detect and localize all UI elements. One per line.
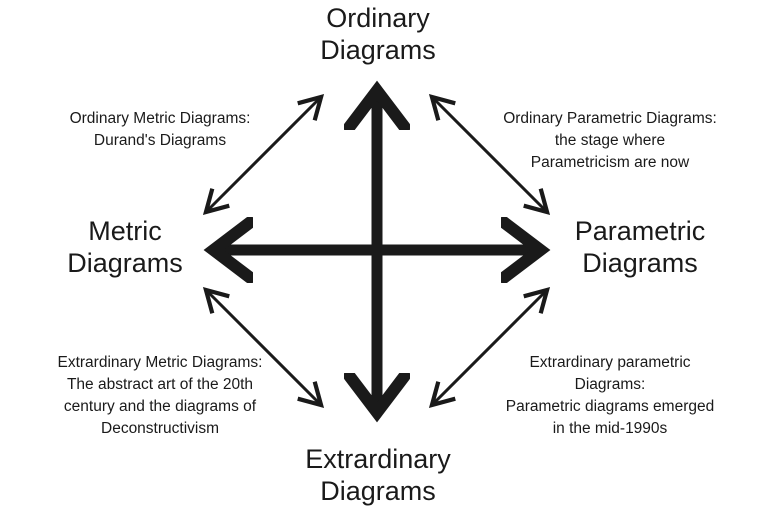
axis-label-line: Extrardinary	[305, 444, 451, 474]
note-line: Extrardinary parametric	[529, 354, 691, 371]
axis-label-ordinary: Ordinary Diagrams	[283, 2, 473, 66]
quadrant-note-bottom-left: Extrardinary Metric Diagrams: The abstra…	[10, 352, 310, 440]
axis-label-line: Diagrams	[320, 476, 436, 506]
axis-label-metric: Metric Diagrams	[40, 215, 210, 279]
diagonal-arrow-bottom-left	[202, 286, 325, 409]
diagonal-arrow-top-right	[428, 93, 551, 216]
quadrant-note-top-left: Ordinary Metric Diagrams: Durand's Diagr…	[30, 108, 290, 152]
diagonal-arrow-top-left	[202, 93, 325, 216]
axis-label-line: Diagrams	[67, 248, 183, 278]
diagonal-arrow-bottom-right	[428, 286, 551, 409]
quadrant-note-top-right: Ordinary Parametric Diagrams: the stage …	[470, 108, 750, 174]
axis-label-line: Diagrams	[320, 35, 436, 65]
note-line: Extrardinary Metric Diagrams:	[57, 354, 263, 371]
note-line: Parametric diagrams emerged	[505, 398, 715, 415]
axis-label-line: Ordinary	[326, 3, 430, 33]
note-line: Deconstructivism	[101, 420, 219, 437]
quadrant-note-bottom-right: Extrardinary parametric Diagrams: Parame…	[470, 352, 750, 440]
note-line: The abstract art of the 20th	[66, 376, 254, 393]
note-line: Ordinary Parametric Diagrams:	[503, 110, 717, 127]
note-line: Parametricism are now	[530, 154, 690, 171]
note-line: century and the diagrams of	[63, 398, 257, 415]
note-line: Durand's Diagrams	[93, 132, 227, 149]
axis-label-line: Diagrams	[582, 248, 698, 278]
note-line: Diagrams:	[574, 376, 646, 393]
axis-label-line: Metric	[88, 216, 162, 246]
axis-label-extrardinary: Extrardinary Diagrams	[268, 443, 488, 507]
note-line: in the mid-1990s	[552, 420, 668, 437]
note-line: Ordinary Metric Diagrams:	[69, 110, 251, 127]
note-line: the stage where	[554, 132, 666, 149]
axis-label-parametric: Parametric Diagrams	[560, 215, 720, 279]
axis-label-line: Parametric	[574, 216, 706, 246]
